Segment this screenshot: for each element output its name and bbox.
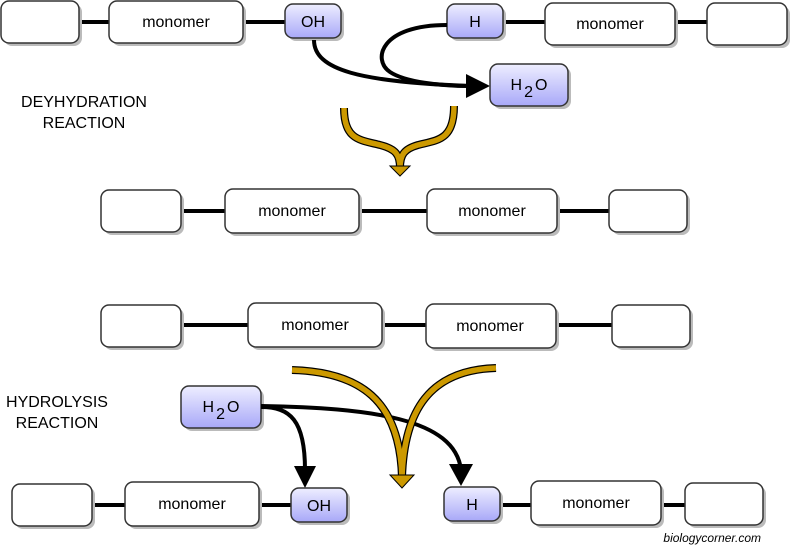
- dehydration-reaction-label: DEYHYDRATION REACTION: [8, 92, 160, 134]
- monomer-label: monomer: [576, 16, 644, 33]
- split-arrow: [291, 364, 497, 489]
- monomer-box: [544, 2, 676, 46]
- merge-arrow: [340, 105, 458, 177]
- hydrogen-group-box: [443, 486, 501, 522]
- monomer-box: [247, 302, 383, 348]
- monomer-label: monomer: [456, 318, 524, 335]
- hydrogen-label: H: [466, 497, 478, 514]
- label-line: REACTION: [15, 415, 99, 432]
- monomer-box: [426, 188, 558, 234]
- empty-unit-box: [706, 2, 788, 46]
- hydrogen-to-water-arrow: [379, 23, 471, 88]
- hydroxyl-label: OH: [307, 498, 331, 515]
- monomer-box: [108, 0, 244, 44]
- water-to-hydroxyl-arrow: [260, 405, 307, 471]
- hydroxyl-label: OH: [301, 14, 325, 31]
- dehydration-reactants: monomer OH H monomer: [0, 0, 790, 48]
- monomer-box: [224, 188, 360, 234]
- monomer-box: [124, 481, 260, 527]
- arrowhead: [466, 74, 490, 98]
- empty-unit-box: [100, 304, 182, 348]
- water-molecule-box: [489, 63, 569, 107]
- polymer-product: monomer monomer: [100, 188, 690, 236]
- empty-unit-box: [611, 304, 691, 348]
- monomer-label: monomer: [458, 203, 526, 220]
- label-line: HYDROLYSIS: [6, 394, 108, 411]
- monomer-label: monomer: [562, 495, 630, 512]
- empty-unit-box: [684, 482, 764, 526]
- monomer-label: monomer: [142, 14, 210, 31]
- hydroxyl-group-box: [290, 487, 348, 523]
- source-credit: biologycorner.com: [663, 531, 761, 545]
- label-line: REACTION: [42, 115, 126, 132]
- monomer-label: monomer: [258, 203, 326, 220]
- hydroxyl-group-box: [284, 3, 342, 39]
- empty-unit-box: [608, 189, 688, 233]
- hydrogen-label: H: [469, 14, 481, 31]
- hydroxyl-to-water-arrow: [312, 39, 471, 88]
- hydrolysis-reaction-label: HYDROLYSIS REACTION: [0, 392, 114, 434]
- label-line: DEYHYDRATION: [21, 94, 147, 111]
- empty-unit-box: [11, 483, 93, 527]
- monomer-label: monomer: [281, 317, 349, 334]
- hydrolysis-polymer: monomer monomer: [100, 302, 693, 351]
- monomer-box: [425, 303, 557, 349]
- monomer-label: monomer: [158, 496, 226, 513]
- empty-unit-box: [0, 0, 80, 44]
- hydrogen-group-box: [446, 3, 504, 39]
- empty-unit-box: [100, 189, 182, 233]
- monomer-box: [530, 480, 662, 526]
- arrowhead: [294, 466, 316, 488]
- hydrolysis-products: monomer OH H monomer: [11, 480, 766, 529]
- arrowhead: [449, 464, 473, 486]
- water-to-hydrogen-arrow: [260, 404, 463, 471]
